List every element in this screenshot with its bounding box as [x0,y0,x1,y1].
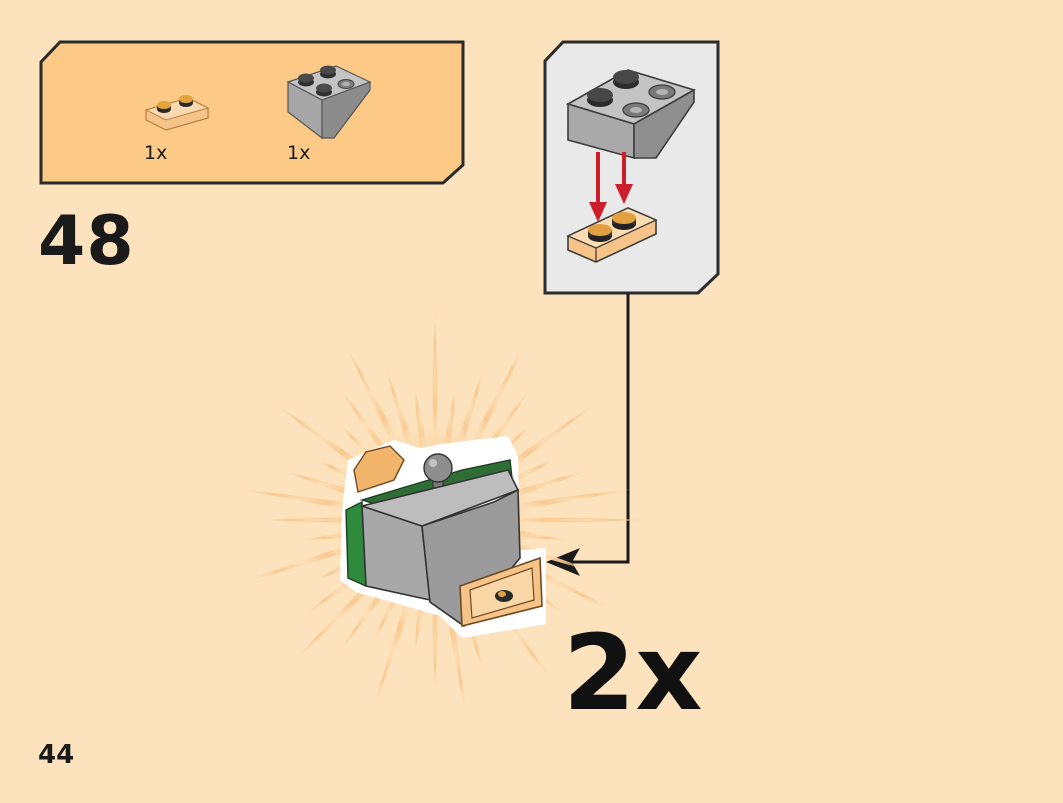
gray-inverted-slope-2x2-icon [284,60,376,142]
step-number: 48 [38,202,135,281]
page-number: 44 [38,740,75,770]
callout-transparent-orange-plate-icon [566,200,660,270]
transparent-orange-plate-1x2-icon [142,92,212,138]
parts-list-panel [38,40,466,185]
model-assembly-icon [332,430,554,642]
red-arrow-icon [584,150,644,226]
part-quantity: 1x [287,142,311,164]
assembly-multiplier: 2x [563,612,703,734]
callout-gray-inverted-slope-icon [564,58,698,164]
part-quantity: 1x [144,142,168,164]
